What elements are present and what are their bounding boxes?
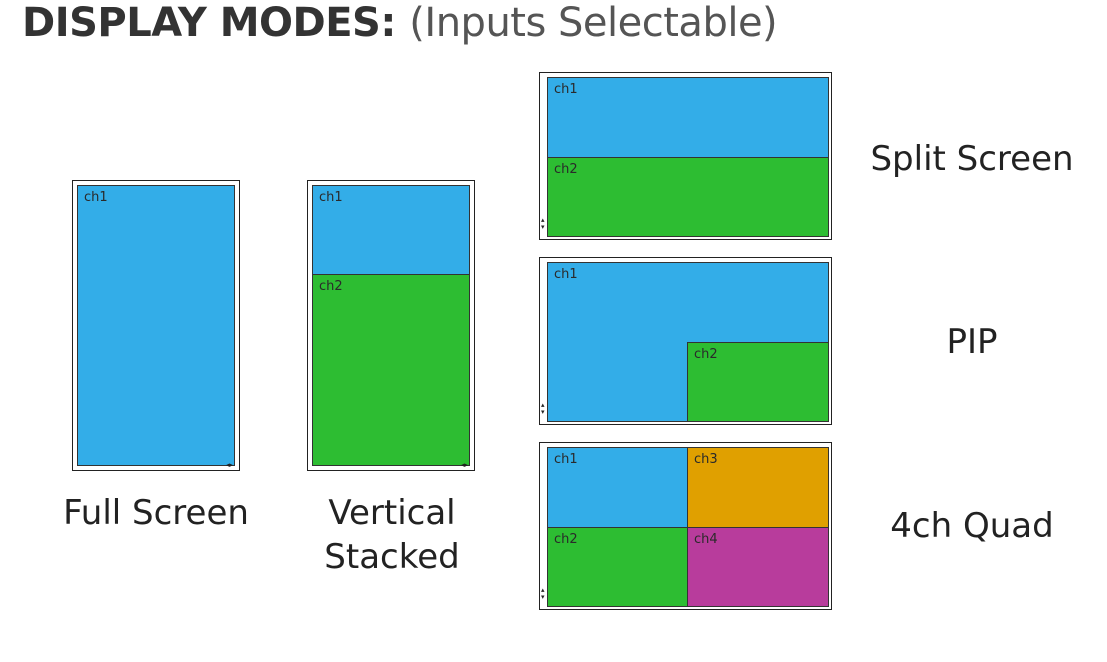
vertical-stacked-display: ch1 ch2 xyxy=(312,185,470,466)
orientation-marker-icon: ◂▸ xyxy=(460,461,468,469)
split-screen-diagram: ch1 ch2 ▴▾ xyxy=(539,72,832,240)
quad-diagram: ch1 ch3 ch2 ch4 ▴▾ xyxy=(539,442,832,610)
split-screen-ch2-pane: ch2 xyxy=(548,157,828,236)
vertical-stacked-ch2-pane: ch2 xyxy=(313,274,469,465)
ch1-label: ch1 xyxy=(554,452,578,467)
ch1-label: ch1 xyxy=(554,82,578,97)
vertical-stacked-ch1-pane: ch1 xyxy=(313,186,469,275)
quad-display: ch1 ch3 ch2 ch4 xyxy=(547,447,829,607)
quad-ch1-pane: ch1 xyxy=(548,448,688,528)
vertical-stacked-caption: Vertical Stacked xyxy=(288,491,496,579)
ch1-label: ch1 xyxy=(319,190,343,205)
pip-display: ch1 ch2 xyxy=(547,262,829,422)
page-title: DISPLAY MODES: (Inputs Selectable) xyxy=(22,0,778,46)
split-screen-caption: Split Screen xyxy=(870,139,1074,179)
ch2-label: ch2 xyxy=(554,532,578,547)
split-screen-display: ch1 ch2 xyxy=(547,77,829,237)
pip-ch2-pane: ch2 xyxy=(687,342,828,421)
quad-ch3-pane: ch3 xyxy=(687,448,828,528)
orientation-marker-icon: ▴▾ xyxy=(541,401,545,416)
pip-caption: PIP xyxy=(946,322,998,362)
ch1-label: ch1 xyxy=(554,267,578,282)
vertical-stacked-caption-line1: Vertical xyxy=(328,493,456,533)
vertical-stacked-diagram: ch1 ch2 ◂▸ xyxy=(307,180,475,471)
ch3-label: ch3 xyxy=(694,452,718,467)
ch2-label: ch2 xyxy=(554,162,578,177)
full-screen-display: ch1 xyxy=(77,185,235,466)
quad-ch4-pane: ch4 xyxy=(687,527,828,606)
full-screen-caption: Full Screen xyxy=(63,493,249,533)
ch1-label: ch1 xyxy=(84,190,108,205)
orientation-marker-icon: ▴▾ xyxy=(541,216,545,231)
quad-ch2-pane: ch2 xyxy=(548,527,688,606)
full-screen-diagram: ch1 ◂▸ xyxy=(72,180,240,471)
orientation-marker-icon: ▴▾ xyxy=(541,586,545,601)
split-screen-ch1-pane: ch1 xyxy=(548,78,828,158)
vertical-stacked-caption-line2: Stacked xyxy=(324,537,460,577)
quad-caption: 4ch Quad xyxy=(890,506,1054,546)
title-light: (Inputs Selectable) xyxy=(409,0,778,46)
title-bold: DISPLAY MODES: xyxy=(22,0,396,46)
full-screen-ch1-pane: ch1 xyxy=(78,186,234,465)
ch4-label: ch4 xyxy=(694,532,718,547)
orientation-marker-icon: ◂▸ xyxy=(225,461,233,469)
ch2-label: ch2 xyxy=(694,347,718,362)
pip-diagram: ch1 ch2 ▴▾ xyxy=(539,257,832,425)
ch2-label: ch2 xyxy=(319,279,343,294)
